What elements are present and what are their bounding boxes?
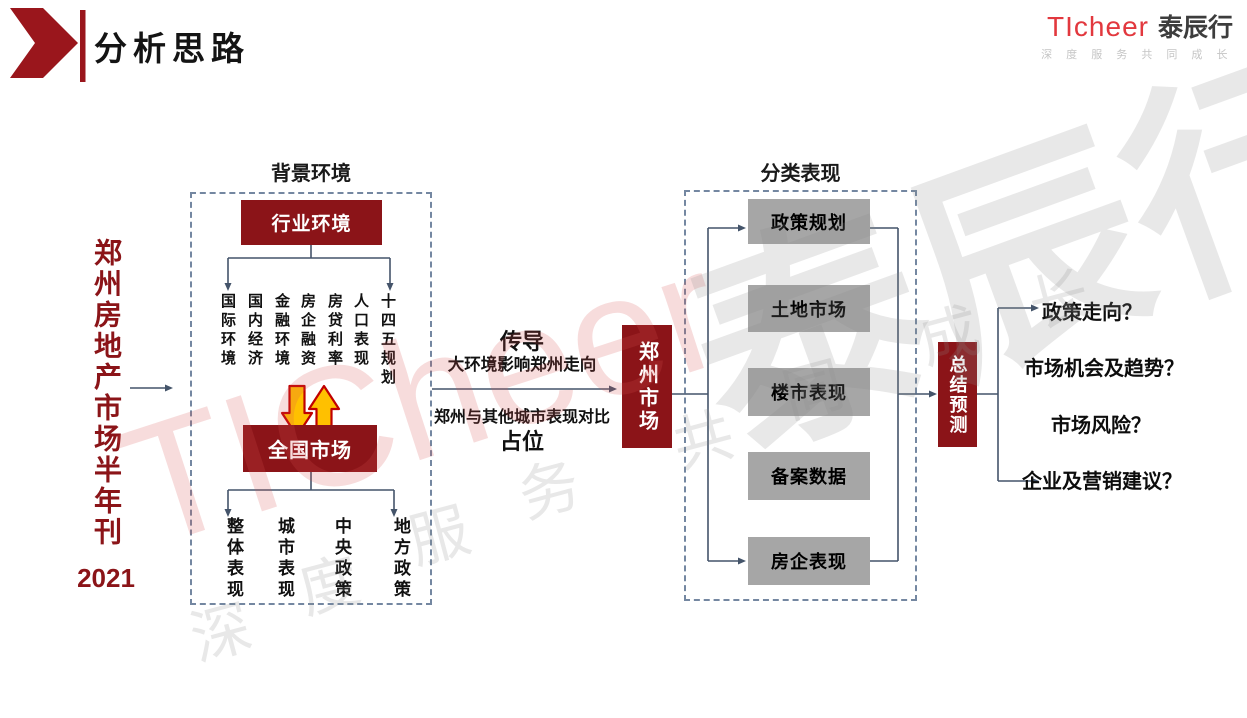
transfer-compare-text: 郑州与其他城市表现对比 <box>433 409 610 426</box>
transfer-compare-bold: 占位 <box>499 429 544 454</box>
industry-item: 十四五规划 <box>379 293 396 388</box>
industry-item: 国内经济 <box>246 293 263 369</box>
brand-logo: TIcheer 泰辰行 深 度 服 务 共 同 成 长 <box>1041 8 1233 62</box>
background-section-header: 背景环境 <box>271 163 351 185</box>
page-title: 分析思路 <box>94 29 250 68</box>
national-item: 整体表现 <box>224 517 243 601</box>
national-item: 城市表现 <box>275 517 294 601</box>
down-arrow-icon <box>280 384 314 438</box>
industry-item: 人口表现 <box>352 293 369 369</box>
industry-item: 金融环境 <box>273 293 290 369</box>
category-box: 房企表现 <box>748 537 870 585</box>
report-title-vertical: 郑州房地产市场半年刊 <box>91 238 122 548</box>
question-item: 市场风险？ <box>1051 415 1151 437</box>
question-item: 市场机会及趋势？ <box>1024 358 1184 380</box>
category-box: 备案数据 <box>748 452 870 500</box>
industry-environment-box: 行业环境 <box>241 200 382 245</box>
category-box: 楼市表现 <box>748 368 870 416</box>
transfer-subtitle: 大环境影响郑州走向 <box>447 356 597 374</box>
category-box: 土地市场 <box>748 285 870 332</box>
logo-slogan: 深 度 服 务 共 同 成 长 <box>1041 49 1233 61</box>
category-box: 政策规划 <box>748 199 870 244</box>
industry-item: 房贷利率 <box>326 293 343 369</box>
background-section-frame <box>190 192 432 605</box>
question-item: 企业及营销建议？ <box>1022 471 1182 493</box>
industry-item: 房企融资 <box>299 293 316 369</box>
summary-forecast-box: 总结预测 <box>938 342 977 447</box>
national-market-box: 全国市场 <box>243 425 377 472</box>
category-section-frame <box>684 190 917 601</box>
logo-latin-text: TIcheer <box>1047 11 1149 42</box>
national-item: 中央政策 <box>332 517 351 601</box>
logo-chinese-text: 泰辰行 <box>1157 14 1233 42</box>
zhengzhou-market-box: 郑州市场 <box>622 325 672 448</box>
report-year: 2021 <box>77 563 135 593</box>
industry-item: 国际环境 <box>219 293 236 369</box>
chevron-icon <box>10 8 86 82</box>
question-item: 政策走向？ <box>1042 302 1142 324</box>
transfer-title: 传导 <box>499 329 544 354</box>
category-section-header: 分类表现 <box>760 163 841 185</box>
national-item: 地方政策 <box>391 517 410 601</box>
